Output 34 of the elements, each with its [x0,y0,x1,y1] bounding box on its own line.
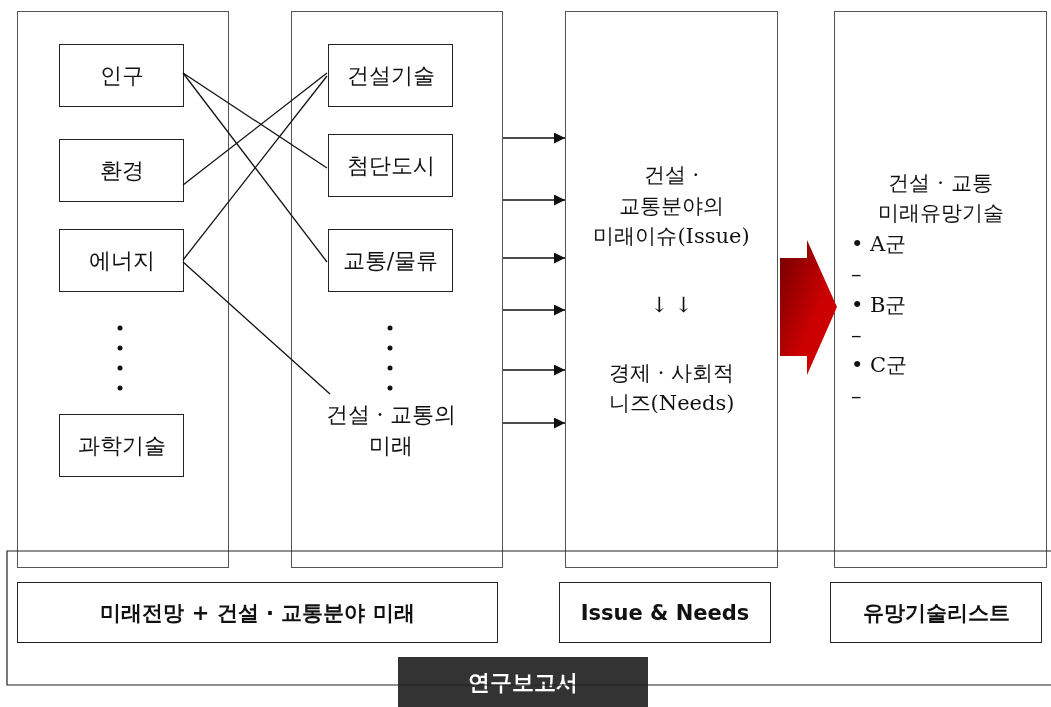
factor-box: 건설기술 [328,44,453,107]
column-panel [834,11,1047,568]
list-item: • B군 [850,291,907,319]
list-item: • C군 [850,352,908,380]
arrow [502,194,566,206]
list-item: • A군 [850,230,907,258]
block-text: 경제 · 사회적 니즈(Needs) [607,359,736,418]
factor-box: 과학기술 [59,414,184,477]
arrow [502,132,566,144]
panel-box [291,11,503,568]
arrow [502,364,566,376]
panel-box [17,11,229,568]
report-banner: 연구보고서 [398,657,648,707]
summary-box: Issue & Needs [559,582,771,643]
block-arrow [780,240,837,375]
list-item: – [850,321,862,349]
connector-line [182,261,331,395]
factor-box: 환경 [59,139,184,202]
block-text: ↓ ↓ [650,291,693,319]
column-panel [565,11,778,568]
factor-box: 에너지 [59,229,184,292]
list-item: – [850,382,862,410]
summary-box: 미래전망 + 건설 · 교통분야 미래 [17,582,498,643]
arrow [502,252,566,264]
arrow [502,304,566,316]
list-item: – [850,261,862,289]
arrow [502,417,566,429]
factor-box: 교통/물류 [328,229,453,292]
node-text: 건설 · 교통의 미래 [301,395,481,467]
summary-box: 유망기술리스트 [830,582,1042,643]
block-text: 건설 · 교통 미래유망기술 [876,169,1005,228]
factor-box: 첨단도시 [328,134,453,197]
block-text: 건설 · 교통분야의 미래이슈(Issue) [592,162,751,251]
factor-box: 인구 [59,44,184,107]
